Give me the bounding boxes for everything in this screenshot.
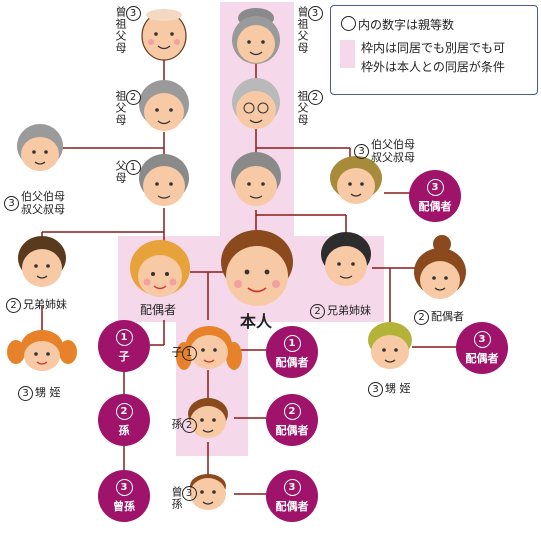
legend-row-degree: 内の数字は親等数: [341, 16, 454, 33]
uncle-left-face: [17, 124, 63, 171]
label-uncles-right: 3伯父伯母叔父叔母: [354, 138, 415, 164]
grandfather-left-face: [139, 80, 189, 131]
great-grandchild-face: [190, 474, 226, 510]
spouse-face: [130, 240, 190, 297]
grandfather-right-face: [232, 78, 280, 129]
legend-circle-icon: [341, 16, 356, 31]
grandchild-face: [188, 398, 228, 438]
label-spouse: 配偶者: [140, 303, 177, 317]
great-grandfather-face: [141, 9, 187, 61]
aunt-right-face: [330, 156, 382, 204]
legend-box: 内の数字は親等数 枠内は同居でも別居でも可 枠外は本人との同居が条件: [330, 5, 538, 95]
legend-row-inside: 枠内は同居でも別居でも可: [361, 41, 506, 55]
legend-row-outside: 枠外は本人との同居が条件: [361, 60, 505, 74]
self-face: [221, 230, 293, 306]
father-right-face: [231, 152, 281, 206]
child-face: [176, 326, 242, 370]
label-self: 本人: [240, 312, 273, 331]
father-face: [139, 154, 189, 206]
sibling-right-face: [321, 232, 371, 286]
great-grandmother-face: [232, 8, 280, 64]
nephew-right-face: [368, 322, 412, 369]
sibling-left-face: [18, 236, 66, 287]
sibling-spouse-face: [414, 235, 466, 299]
legend-pink-swatch: [340, 40, 355, 68]
niece-left-face: [7, 330, 77, 371]
label-uncles-left: 3伯父伯母叔父叔母: [4, 190, 65, 216]
